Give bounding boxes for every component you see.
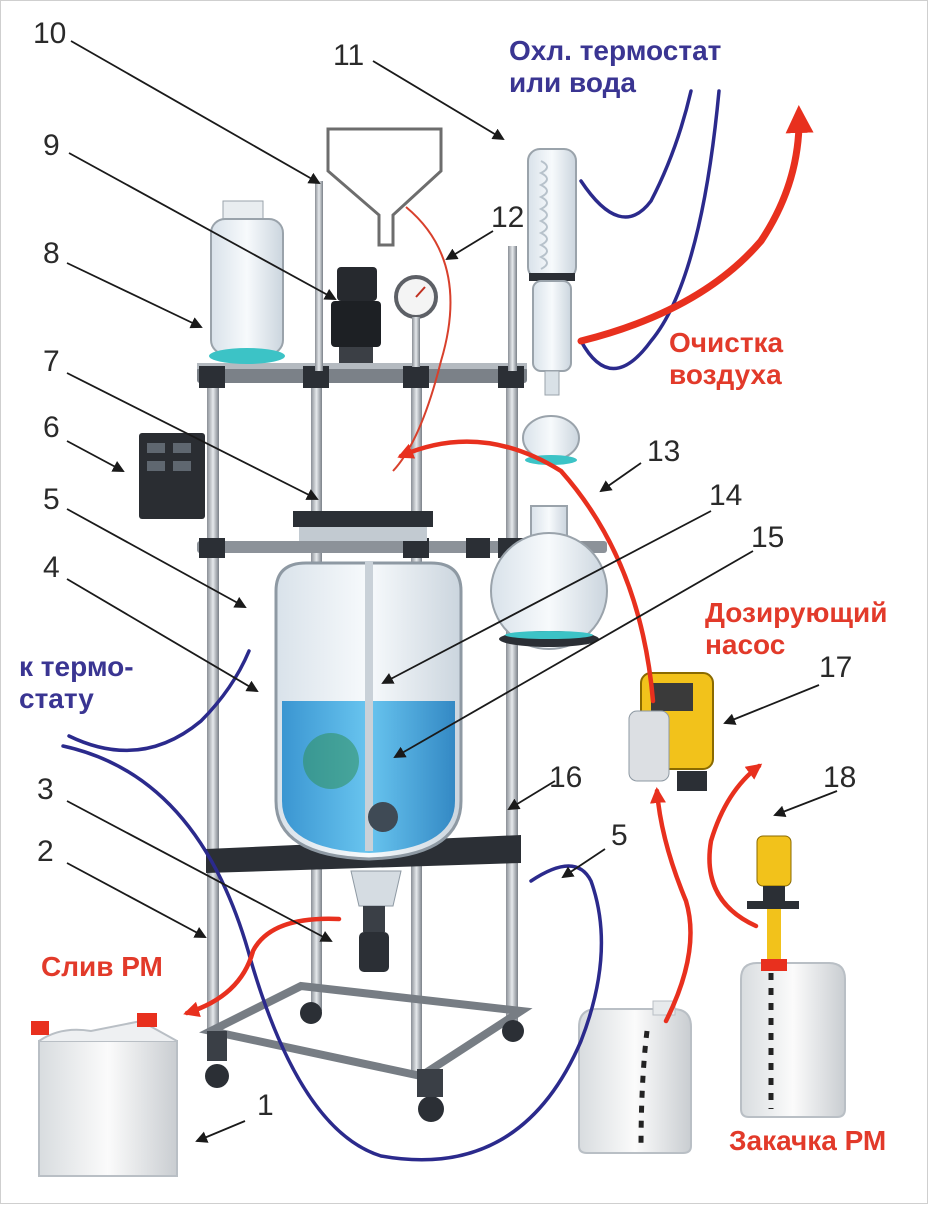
pressure-gauge bbox=[394, 275, 438, 367]
source-canister-right bbox=[740, 961, 846, 1118]
label-air-cleaning: Очистка воздуха bbox=[669, 327, 784, 391]
callout-3: 3 bbox=[37, 773, 54, 806]
callout-10: 10 bbox=[33, 17, 67, 50]
callout-12: 12 bbox=[491, 201, 525, 234]
reactor-vessel bbox=[274, 511, 463, 972]
drain-canister bbox=[31, 1013, 178, 1177]
callout-1: 1 bbox=[257, 1089, 274, 1122]
callout-2: 2 bbox=[37, 835, 54, 868]
feed-bottle bbox=[209, 200, 285, 364]
label-dosing-pump: Дозирующий насос bbox=[705, 597, 888, 661]
callout-13: 13 bbox=[647, 435, 681, 468]
callout-9: 9 bbox=[43, 129, 60, 162]
drum-pump bbox=[747, 835, 799, 971]
callout-18: 18 bbox=[823, 761, 857, 794]
callout-17: 17 bbox=[819, 651, 853, 684]
callout-14: 14 bbox=[709, 479, 743, 512]
source-canister-left bbox=[578, 1000, 692, 1154]
callout-4: 4 bbox=[43, 551, 60, 584]
control-box bbox=[139, 433, 205, 519]
callout-7: 7 bbox=[43, 345, 60, 378]
air-exhaust-arrow bbox=[577, 105, 814, 345]
callout-5-left: 5 bbox=[43, 483, 60, 516]
hopper bbox=[326, 127, 443, 247]
label-pump-in: Закачка РМ bbox=[729, 1125, 887, 1156]
callout-16: 16 bbox=[549, 761, 583, 794]
label-cooling-thermostat: Охл. термостат или вода bbox=[509, 35, 722, 99]
thermostat-hoses bbox=[61, 89, 721, 1162]
callout-11: 11 bbox=[333, 39, 365, 72]
callout-5-right: 5 bbox=[611, 819, 628, 852]
callout-15: 15 bbox=[751, 521, 785, 554]
condenser bbox=[522, 148, 580, 465]
label-drain: Слив РМ bbox=[41, 951, 163, 982]
leader-arrows bbox=[66, 40, 838, 1143]
dosing-pump bbox=[628, 672, 714, 791]
label-to-thermostat: к термо- стату bbox=[19, 651, 134, 715]
callout-8: 8 bbox=[43, 237, 60, 270]
receiver-flask bbox=[490, 505, 608, 650]
flow-arrows bbox=[183, 439, 763, 1024]
stirrer-motor bbox=[331, 267, 381, 363]
callout-6: 6 bbox=[43, 411, 60, 444]
